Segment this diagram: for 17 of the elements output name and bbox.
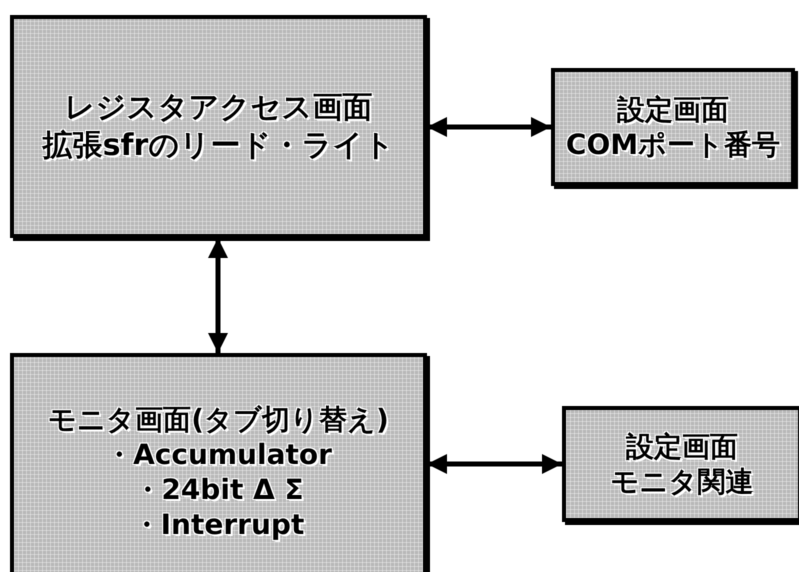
box-title: 設定画面 — [617, 92, 729, 127]
box-title: モニタ画面(タブ切り替え) — [48, 402, 389, 437]
double-arrow — [427, 454, 562, 474]
double-arrow — [208, 238, 228, 353]
list-item: ・24bit Δ Σ — [133, 472, 304, 507]
double-arrow — [427, 117, 551, 137]
box-subtitle: 拡張sfrのリード・ライト — [42, 126, 394, 164]
screen-box — [10, 15, 427, 238]
box-subtitle: モニタ関連 — [610, 464, 754, 499]
box-subtitle: COMポート番号 — [566, 127, 780, 162]
box-title: 設定画面 — [626, 429, 738, 464]
screen-box — [551, 68, 795, 186]
screen-box — [562, 406, 799, 522]
screen-box — [10, 353, 427, 572]
list-item: ・Interrupt — [132, 507, 304, 542]
box-title: レジスタアクセス画面 — [64, 89, 372, 126]
list-item: ・Accumulator — [105, 437, 332, 472]
